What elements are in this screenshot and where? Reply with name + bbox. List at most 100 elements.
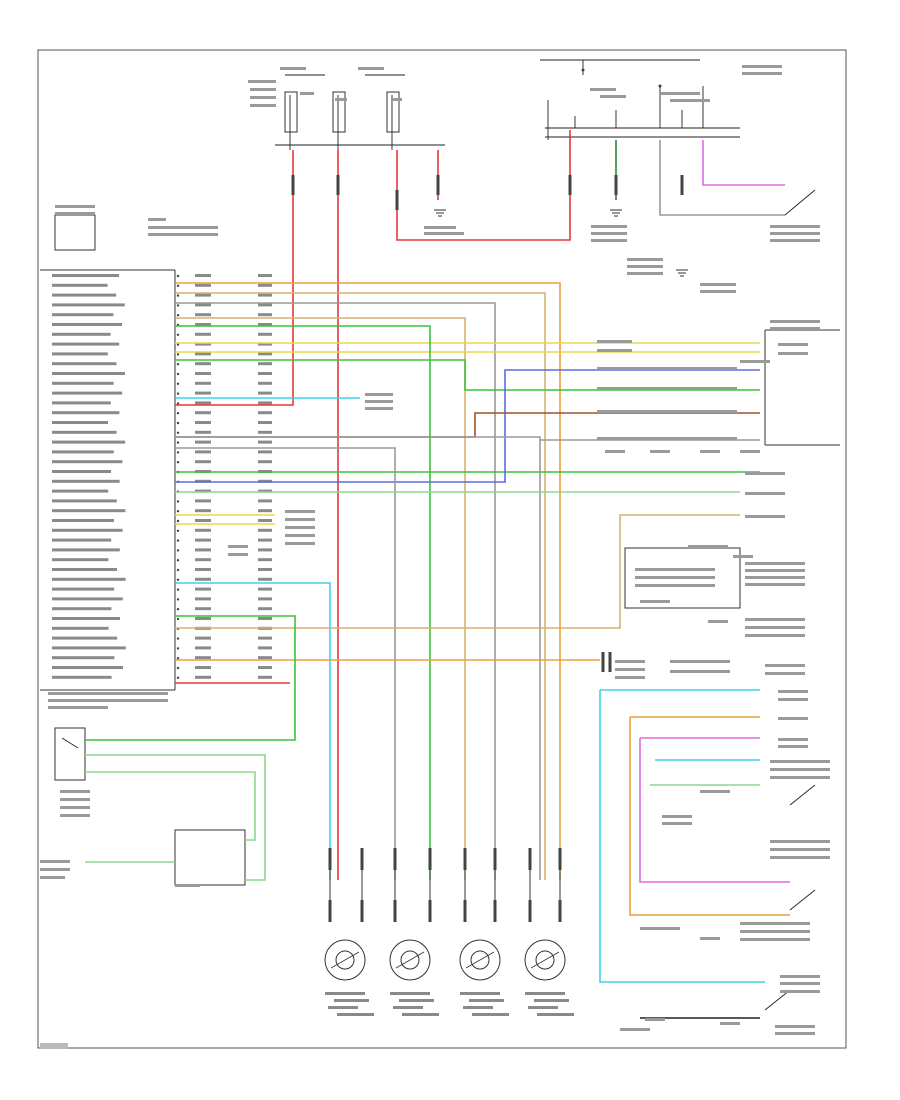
illegible-label <box>745 492 785 495</box>
illegible-label <box>645 1018 665 1021</box>
illegible-label <box>48 699 168 702</box>
pin-label-block <box>52 528 123 532</box>
pin-label-block <box>52 489 109 493</box>
connector-markers <box>291 175 684 922</box>
wire-tan-6 <box>175 292 546 880</box>
sensor-label-block <box>460 992 500 995</box>
connector-pin-icon <box>558 848 562 870</box>
wire-code-block <box>195 303 211 307</box>
circuit-number-block <box>258 656 272 660</box>
circuit-number-block <box>258 362 272 366</box>
circuit-number-block <box>258 666 272 669</box>
module-pin <box>176 559 180 562</box>
illegible-label <box>591 239 627 242</box>
wire-code-block <box>195 274 211 277</box>
illegible-label <box>40 860 70 863</box>
module-pin <box>176 314 180 317</box>
illegible-label <box>285 518 315 521</box>
circuit-number-block <box>258 332 272 336</box>
illegible-label <box>670 660 730 663</box>
wire-orange-37 <box>629 717 790 916</box>
illegible-label <box>55 212 95 215</box>
wire-code-block <box>195 352 211 356</box>
module-pin <box>176 519 180 523</box>
right-side-components <box>54 214 741 886</box>
wire-gray-7 <box>175 302 496 880</box>
illegible-label <box>635 568 715 571</box>
wire-pink-30 <box>702 140 785 186</box>
circuit-number-block <box>258 646 272 650</box>
wire-tan-23 <box>175 514 740 629</box>
wire-tan-8 <box>175 317 466 880</box>
illegible-label <box>48 692 168 695</box>
illegible-label <box>635 584 715 587</box>
circuit-number-block <box>258 489 272 493</box>
pin-label-block <box>52 470 111 473</box>
wire-gray-19 <box>175 436 541 880</box>
sensor-label-block <box>399 999 434 1002</box>
wire-code-block <box>195 666 211 669</box>
sensor-label-block <box>469 999 504 1002</box>
illegible-label <box>60 814 90 817</box>
module-pin <box>176 304 180 307</box>
pin-label-block <box>52 558 109 562</box>
illegible-label <box>590 88 616 91</box>
module-pin <box>176 343 180 346</box>
module-pin <box>176 441 180 444</box>
wire-code-block <box>195 617 211 620</box>
illegible-label <box>700 283 736 286</box>
illegible-label <box>248 80 276 83</box>
illegible-label <box>745 569 805 572</box>
illegible-label <box>778 352 808 355</box>
illegible-label <box>635 576 715 579</box>
wire-code-block <box>195 538 211 542</box>
circuit-number-block <box>258 440 272 444</box>
connector-pin-icon <box>463 848 467 870</box>
connector-pin-icon <box>291 175 295 195</box>
pin-label-block <box>52 636 118 640</box>
illegible-label <box>615 660 645 663</box>
illegible-label <box>700 290 736 293</box>
wire-code-block <box>195 362 211 366</box>
circuit-number-block <box>258 538 272 542</box>
circuit-number-block <box>258 303 272 307</box>
illegible-label <box>742 65 782 68</box>
wire-green-11 <box>175 325 431 880</box>
illegible-label <box>745 626 805 629</box>
pin-label-block <box>52 607 112 611</box>
illegible-label <box>228 545 248 548</box>
sensor-label-block <box>534 999 569 1002</box>
illegible-label <box>670 99 710 102</box>
wire-red-0 <box>175 150 294 406</box>
illegible-label <box>778 717 808 720</box>
illegible-label <box>688 545 728 548</box>
component-labels <box>40 65 830 1035</box>
module-pin <box>176 461 180 464</box>
illegible-label <box>770 225 820 228</box>
pin-label-block <box>52 352 108 356</box>
illegible-label <box>745 583 805 586</box>
pin-label-block <box>52 362 117 366</box>
connector-pin-icon <box>614 175 618 195</box>
wire-code-block <box>195 332 211 336</box>
illegible-label <box>175 884 200 887</box>
wheel-speed-sensor-icon <box>459 939 509 1016</box>
illegible-label <box>740 360 770 363</box>
illegible-label <box>424 232 464 235</box>
module-pin <box>176 412 180 415</box>
illegible-label <box>358 67 384 70</box>
wire-code-block <box>195 587 211 591</box>
connector-pin-icon <box>436 175 440 195</box>
pin-label-block <box>52 656 115 660</box>
circuit-number-block <box>258 577 272 581</box>
wire-pink-32 <box>639 738 790 883</box>
pin-label-block <box>52 293 117 297</box>
module-pin <box>176 617 180 621</box>
sensor-label-block <box>472 1013 509 1016</box>
illegible-label <box>620 1028 650 1031</box>
illegible-label <box>780 975 820 978</box>
circuit-number-block <box>258 460 272 464</box>
module-pin <box>176 500 180 503</box>
ground-symbols <box>434 209 688 277</box>
illegible-label <box>627 272 663 275</box>
